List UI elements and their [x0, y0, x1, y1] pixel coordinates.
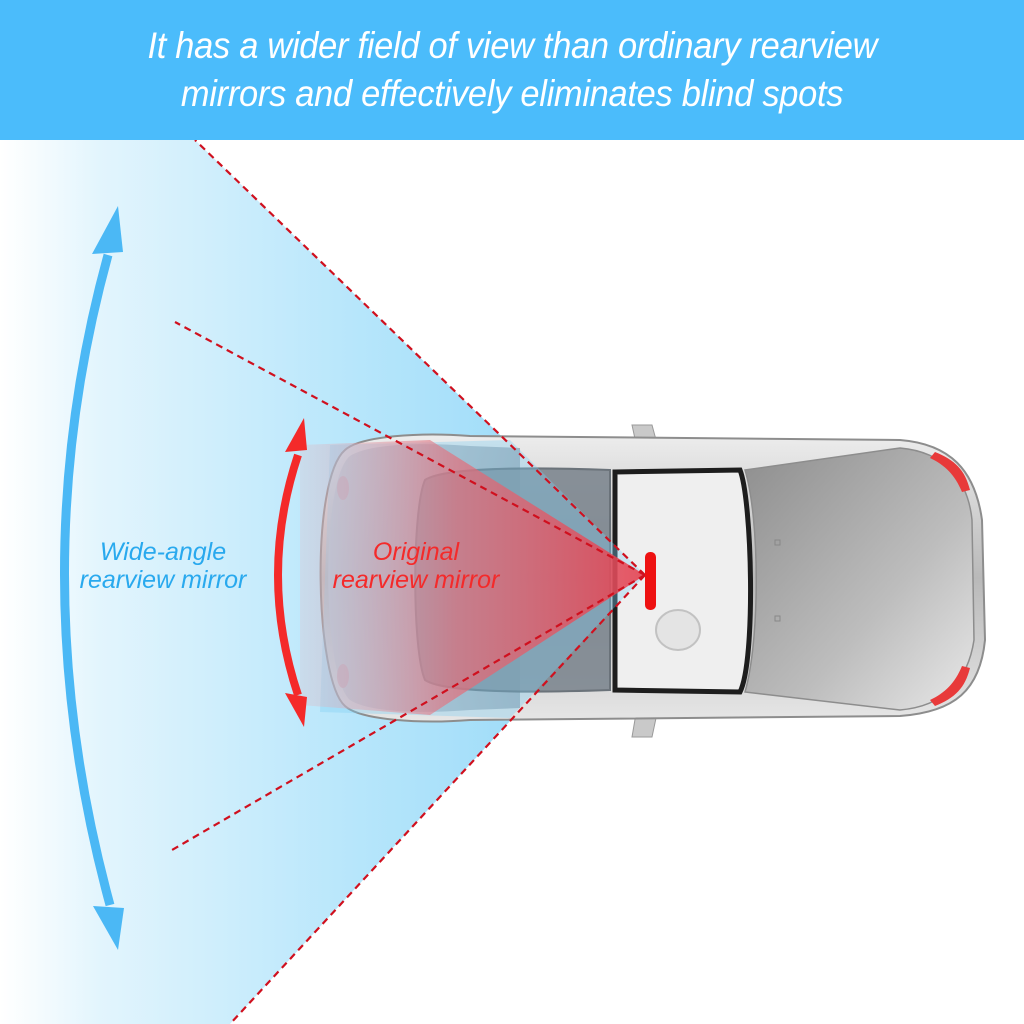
wide-angle-label: Wide-angle rearview mirror	[58, 538, 268, 594]
seat-icon	[655, 609, 701, 651]
headline-line-1: It has a wider field of view than ordina…	[147, 25, 877, 66]
headline-line-2: mirrors and effectively eliminates blind…	[180, 73, 844, 114]
original-label: Original rearview mirror	[310, 538, 522, 594]
field-of-view-diagram: Wide-angle rearview mirror Original rear…	[0, 140, 1024, 1024]
rearview-mirror-icon	[645, 552, 656, 610]
original-label-line-1: Original	[372, 538, 460, 566]
original-label-line-2: rearview mirror	[332, 566, 500, 594]
original-fov-area	[300, 440, 645, 715]
header-banner: It has a wider field of view than ordina…	[0, 0, 1024, 140]
wide-angle-label-line-2: rearview mirror	[79, 566, 247, 594]
wide-angle-label-line-1: Wide-angle	[99, 538, 227, 566]
wide-angle-arrow-icon	[60, 206, 124, 950]
fov-dashed-lines	[171, 140, 646, 1024]
original-arrow-icon	[274, 418, 307, 727]
